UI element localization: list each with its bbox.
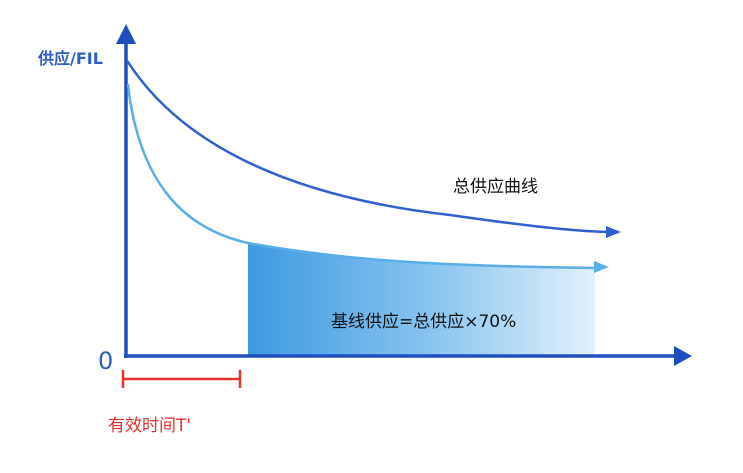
total-supply-label: 总供应曲线 [453, 177, 538, 197]
x-axis [124, 346, 692, 366]
baseline-supply-label: 基线供应=总供应×70% [331, 312, 516, 332]
effective-time-label: 有效时间T' [108, 416, 191, 436]
total-supply-curve [126, 60, 621, 238]
y-axis [116, 24, 136, 358]
y-axis-arrow-icon [116, 24, 136, 44]
effective-time-marker [121, 370, 242, 388]
x-axis-arrow-icon [674, 346, 692, 366]
origin-label: 0 [98, 347, 113, 375]
baseline-supply-area [248, 243, 595, 356]
total-supply-arrow-icon [606, 226, 621, 238]
y-axis-label: 供应/FIL [37, 49, 103, 68]
baseline-supply-curve [126, 83, 609, 273]
baseline-supply-arrow-icon [594, 261, 609, 273]
